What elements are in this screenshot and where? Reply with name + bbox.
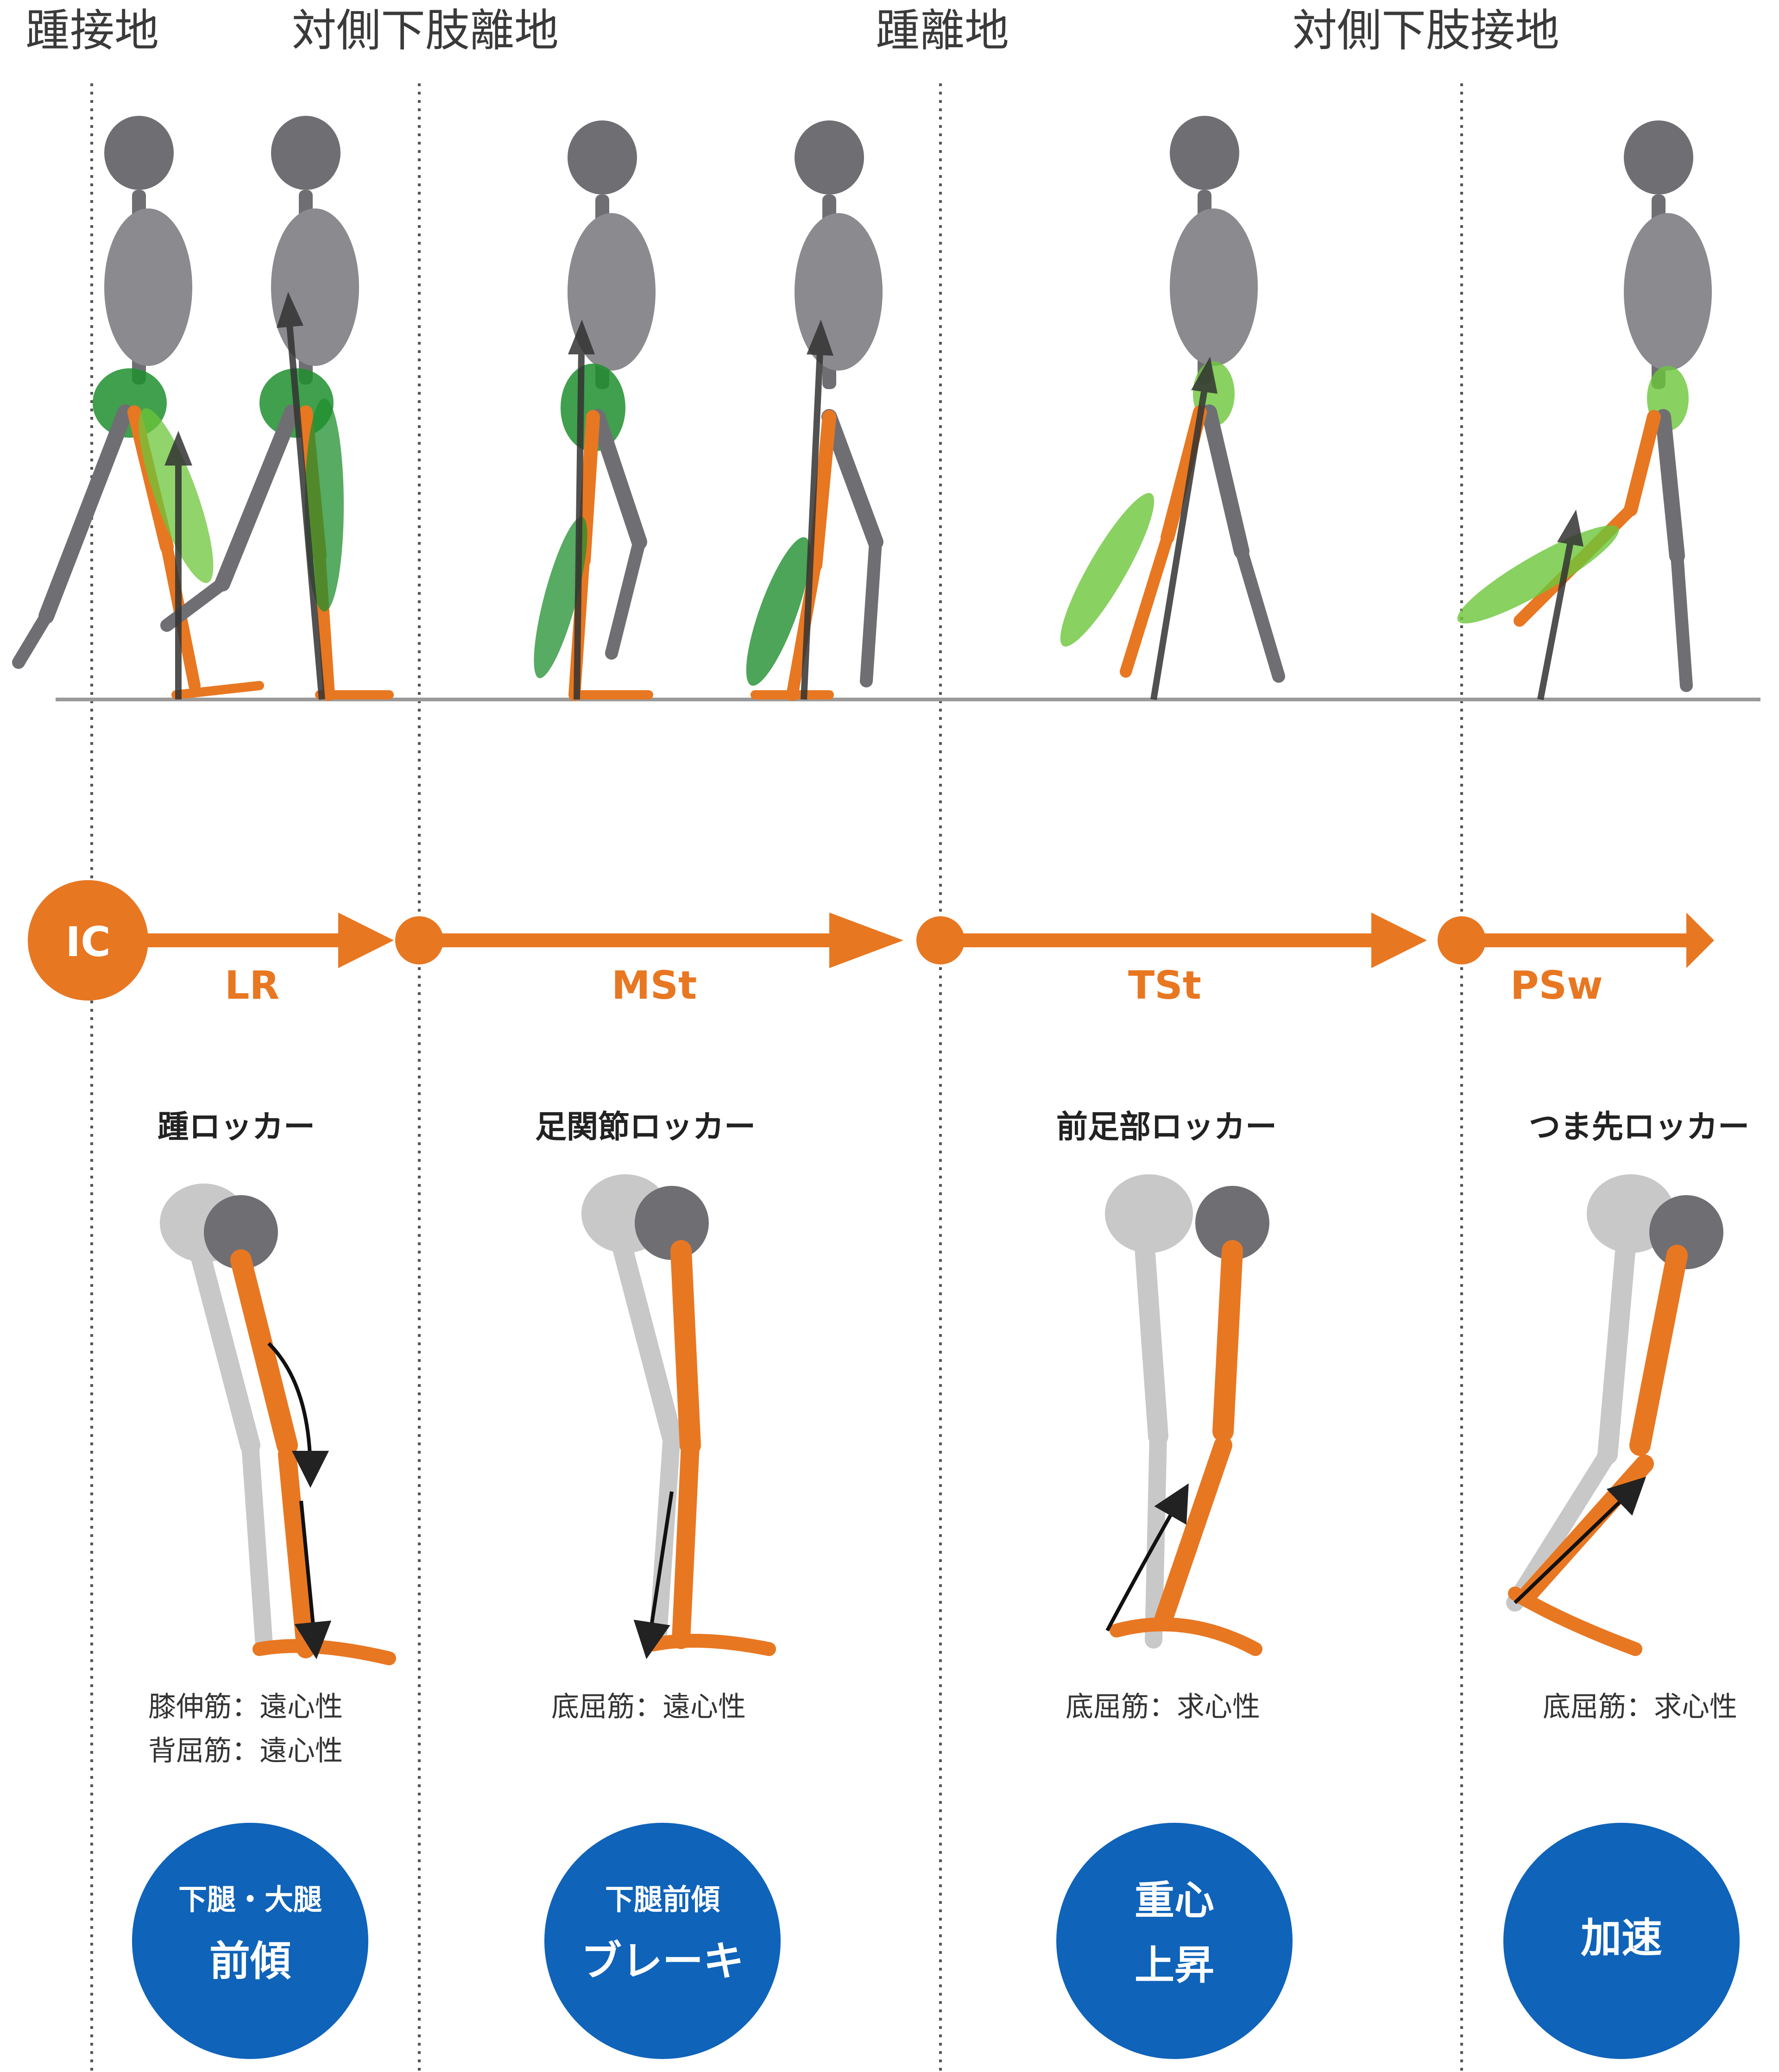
skeleton-figure-5: [1047, 116, 1279, 676]
effect-text-line1: 重心: [1063, 1881, 1286, 1921]
muscle-action: 底屈筋：遠心性: [551, 1693, 746, 1721]
phase-psw: PSw: [1510, 966, 1603, 1005]
rocker-title-ankle: 足関節ロッカー: [535, 1112, 756, 1143]
phase-mst: MSt: [612, 966, 697, 1005]
effect-text-small: 下腿前傾: [551, 1885, 774, 1914]
rocker-title-toe: つま先ロッカー: [1529, 1112, 1749, 1143]
phase-timeline: [28, 880, 1714, 1001]
effect-text-large: ブレーキ: [551, 1941, 774, 1982]
skeleton-figure-3: [524, 120, 656, 695]
phase-ic: IC: [28, 922, 148, 963]
leg-bones-1: [160, 1184, 389, 1658]
event-opposite-toe-off: 対側下肢離地: [292, 8, 559, 53]
skeleton-figure-1: [19, 116, 259, 695]
effect-text-single: 加速: [1510, 1918, 1733, 1959]
leg-bones-2: [581, 1174, 769, 1649]
effect-text-line2: 上昇: [1063, 1946, 1286, 1985]
event-heel-off: 踵離地: [876, 8, 1009, 53]
rocker-title-forefoot: 前足部ロッカー: [1056, 1112, 1277, 1143]
muscle-action: 底屈筋：求心性: [1543, 1693, 1737, 1721]
effect-circles: [132, 1823, 1740, 2059]
rocker-title-heel: 踵ロッカー: [158, 1112, 315, 1143]
muscle-action: 膝伸筋：遠心性: [148, 1693, 343, 1721]
phase-tst: TSt: [1128, 966, 1201, 1005]
effect-text-large: 前傾: [139, 1941, 361, 1982]
skeleton-figure-6: [1449, 120, 1712, 686]
leg-bones-4: [1515, 1174, 1723, 1649]
muscle-action: 背屈筋：遠心性: [148, 1737, 343, 1765]
phase-lr: LR: [225, 966, 279, 1005]
event-opposite-heel-strike: 対側下肢接地: [1293, 8, 1559, 53]
leg-bones-3: [1105, 1174, 1269, 1649]
effect-text-small: 下腿・大腿: [139, 1885, 361, 1914]
event-heel-strike: 踵接地: [25, 8, 159, 53]
muscle-action: 底屈筋：求心性: [1066, 1693, 1260, 1721]
skeleton-figure-2: [167, 116, 389, 695]
